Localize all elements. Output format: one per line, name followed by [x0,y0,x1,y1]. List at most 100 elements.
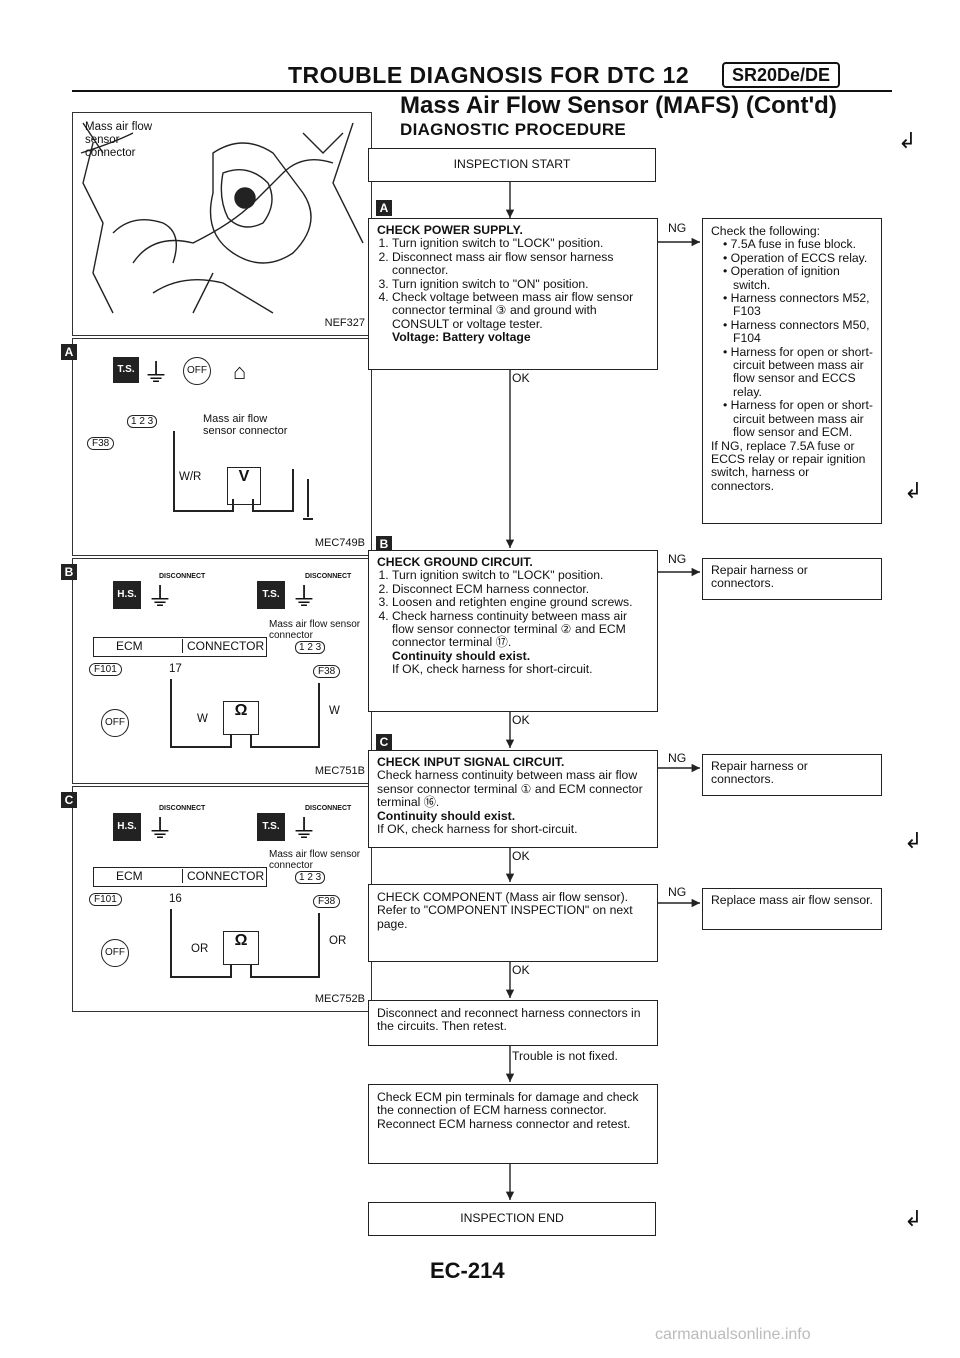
step-c-note: If OK, check harness for short-circuit. [377,822,578,837]
ng-repair-box: Repair harness or connectors. [702,754,882,796]
step-a-item: Disconnect mass air flow sensor harness … [392,250,649,278]
step-a-item: Check voltage between mass air flow sens… [392,290,649,331]
step-e-body: Disconnect and reconnect harness connect… [377,1006,641,1034]
ng-check-list: Check the following: 7.5A fuse in fuse b… [702,218,882,524]
ignition-off-icon: OFF [101,939,129,967]
margin-mark-icon: ↲ [904,478,923,503]
step-ground-circuit: CHECK GROUND CIRCUIT. Turn ignition swit… [368,550,658,712]
ng-a-intro: Check the following: [711,224,821,238]
ng-repair-box: Repair harness or connectors. [702,558,882,600]
ecm-box: ECM CONNECTOR [93,867,267,887]
ng-label: NG [668,751,687,765]
site-watermark: carmanualsonline.info [655,1326,811,1343]
ecm-label: ECM [116,639,143,653]
margin-mark-icon: ↲ [898,128,917,153]
step-b-item: Disconnect ECM harness connector. [392,582,649,596]
inspection-end: INSPECTION END [368,1202,656,1236]
sensor-connector-label: Mass air flow sensor connector [203,413,288,437]
page-title: TROUBLE DIAGNOSIS FOR DTC 12 [288,62,690,88]
wiring-a [173,431,313,520]
step-b-item: Loosen and retighten engine ground screw… [392,595,649,609]
ecm-label: ECM [116,869,143,883]
engine-badge: SR20De/DE [722,62,841,88]
voltmeter: V [227,467,261,505]
ecm-connector-id: F101 [89,663,122,676]
ts-icon: T.S. [113,357,139,383]
ng-b-text: Repair harness or connectors. [711,563,808,591]
step-check-ecm: Check ECM pin terminals for damage and c… [368,1084,658,1164]
step-check-component: CHECK COMPONENT (Mass air flow sensor). … [368,884,658,962]
step-c-result: Continuity should exist. [377,808,516,823]
wire-color: W/R [179,471,202,483]
figure-tag-c: C [61,792,77,808]
step-b-result: Continuity should exist. [392,648,531,663]
connector-icon: ⌂ [233,359,247,384]
figure-tag-a: A [61,344,77,360]
sensor-pins: 1 2 3 [295,871,326,884]
step-d-body: CHECK COMPONENT (Mass air flow sensor). … [377,890,633,931]
figure-engine-bay: Mass air flow sensor connector NEF327 [72,112,372,336]
ng-label: NG [668,552,687,566]
ts-icon: T.S. [257,813,285,841]
ok-label: OK [512,371,530,385]
sensor-connector-label: Mass air flow sensor connector [269,619,361,641]
ts-icon: T.S. [257,581,285,609]
step-a-result: Voltage: Battery voltage [392,330,531,345]
ng-d-text: Replace mass air flow sensor. [711,893,873,907]
hs-icon: H.S. [113,581,141,609]
ecm-connector-label: CONNECTOR [182,639,264,653]
step-b-list: Turn ignition switch to "LOCK" position.… [377,568,649,650]
ng-a-item: 7.5A fuse in fuse block. [731,237,873,251]
figure-ref: MEC749B [314,537,365,549]
step-b-title: CHECK GROUND CIRCUIT. [377,555,533,569]
step-b-item: Check harness continuity between mass ai… [392,609,649,650]
figure-a: A T.S. ⏚ OFF ⌂ 1 2 3 Mass air flow senso… [61,338,372,556]
step-a-title: CHECK POWER SUPPLY. [377,223,523,237]
ecm-connector-label: CONNECTOR [182,869,264,883]
inspection-start-label: INSPECTION START [453,157,571,171]
ng-c-text: Repair harness or connectors. [711,759,808,787]
wire-color-right: OR [329,935,347,947]
section-subtitle: Mass Air Flow Sensor (MAFS) (Cont'd) [400,92,837,119]
step-b-item: Turn ignition switch to "LOCK" position. [392,568,649,582]
figure-ref: MEC751B [314,765,365,777]
ng-a-item: Operation of ECCS relay. [731,251,873,265]
ok-label: OK [512,713,530,727]
wire-color-left: OR [191,943,209,955]
header-rule [72,90,892,92]
step-c-title: CHECK INPUT SIGNAL CIRCUIT. [377,755,565,769]
ng-a-list: 7.5A fuse in fuse block. Operation of EC… [721,237,873,439]
connector-id: F38 [87,437,115,450]
ng-label: NG [668,885,687,899]
sensor-pins: 1 2 3 [127,415,158,428]
step-input-signal: CHECK INPUT SIGNAL CIRCUIT. Check harnes… [368,750,658,848]
wiring-b [170,679,320,748]
not-fixed-label: Trouble is not fixed. [512,1049,618,1063]
ignition-off-icon: OFF [101,709,129,737]
figure-c: C H.S. ⏚ DISCONNECT T.S. ⏚ DISCONNECT Ma… [61,786,372,1012]
ecm-connector-id: F101 [89,893,122,906]
step-power-supply: CHECK POWER SUPPLY. Turn ignition switch… [368,218,658,370]
ohmmeter-label: Ω [234,702,248,719]
ng-a-outro: If NG, replace 7.5A fuse or ECCS relay o… [711,438,866,493]
margin-mark-icon: ↲ [904,828,923,853]
connector-plug-icon: ⏚ [143,358,170,388]
sensor-connector-id: F38 [313,895,341,908]
step-tag-a: A [376,200,392,216]
figure-tag-b: B [61,564,77,580]
mafs-callout: Mass air flow sensor connector [85,121,153,159]
ng-a-item: Harness for open or short-circuit betwee… [731,345,873,400]
sensor-connector-label: Mass air flow sensor connector [269,849,361,871]
ecm-pin: 16 [169,893,182,905]
section-heading: DIAGNOSTIC PROCEDURE [400,120,627,139]
ng-a-item: Harness for open or short-circuit betwee… [731,399,873,439]
sensor-pins: 1 2 3 [295,641,326,654]
ohmmeter: Ω [223,701,259,735]
wire-color-left: W [197,713,208,725]
figure-b: B H.S. ⏚ DISCONNECT T.S. ⏚ DISCONNECT Ma… [61,558,372,784]
step-c-body: Check harness continuity between mass ai… [377,768,643,810]
hs-icon: H.S. [113,813,141,841]
ok-label: OK [512,849,530,863]
disconnect-label: DISCONNECT [305,805,352,812]
sensor-connector-id: F38 [313,665,341,678]
